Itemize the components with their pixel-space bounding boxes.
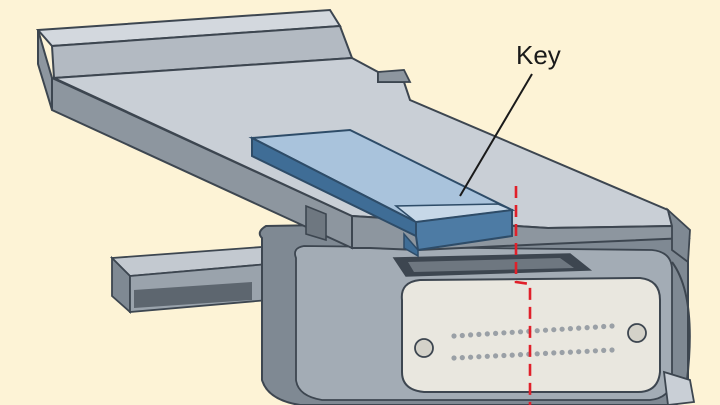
connector-pin [468, 332, 474, 338]
connector-pin [468, 354, 474, 360]
connector-pin [459, 332, 465, 339]
lower-bracket-shadow [134, 282, 252, 308]
upper-plate-flange [666, 207, 691, 264]
key-leader-line [459, 73, 533, 197]
connector-pin [592, 348, 599, 354]
connector-pin [484, 353, 490, 359]
centerline-dashed [514, 186, 532, 405]
connector-pin [509, 329, 515, 335]
mounting-hole-left [414, 338, 434, 358]
connector-pin [484, 331, 490, 337]
connector-pin [534, 351, 540, 357]
connector-pin [542, 350, 549, 356]
connector-pin [551, 350, 557, 356]
lower-bracket [109, 245, 295, 315]
connector-pin [451, 333, 457, 339]
connector-pin [584, 325, 590, 331]
connector-pin [559, 349, 565, 356]
connector-pin [509, 352, 515, 358]
connector-pin [576, 349, 582, 355]
connector-pin [609, 323, 615, 329]
connector-pin [584, 348, 590, 354]
pin-row-bottom [451, 347, 615, 361]
connector-pin [517, 329, 524, 335]
connector-pin [451, 355, 457, 361]
key-label: Key [516, 40, 561, 70]
connector-pin [609, 347, 615, 353]
connector-pin [476, 354, 482, 360]
connector-housing [258, 222, 696, 405]
housing-right-lip [662, 370, 696, 405]
connector-pin [601, 323, 607, 330]
connector-pin [559, 326, 565, 332]
connector-pin [576, 325, 582, 331]
key-lower-body [403, 232, 419, 258]
support-post [305, 204, 327, 242]
connector-pin [459, 355, 465, 361]
upper-plate-notch [377, 69, 412, 83]
connector-pin [493, 330, 499, 336]
connector-pin [601, 347, 607, 353]
connector-pin [567, 326, 574, 332]
connector-pin [534, 328, 540, 334]
connector-pin [517, 352, 524, 358]
connector-pin [501, 330, 507, 336]
connector-pin [501, 352, 507, 359]
connector-pin [476, 331, 482, 337]
key [248, 128, 516, 258]
connector-pin [592, 324, 599, 330]
key-slot-inner [408, 258, 574, 272]
mounting-hole-right [627, 323, 647, 343]
connector-pin [542, 327, 549, 333]
connector-pin [493, 353, 499, 359]
connector-pin [567, 349, 574, 355]
key-front [415, 208, 513, 252]
connector-pin [551, 327, 557, 333]
